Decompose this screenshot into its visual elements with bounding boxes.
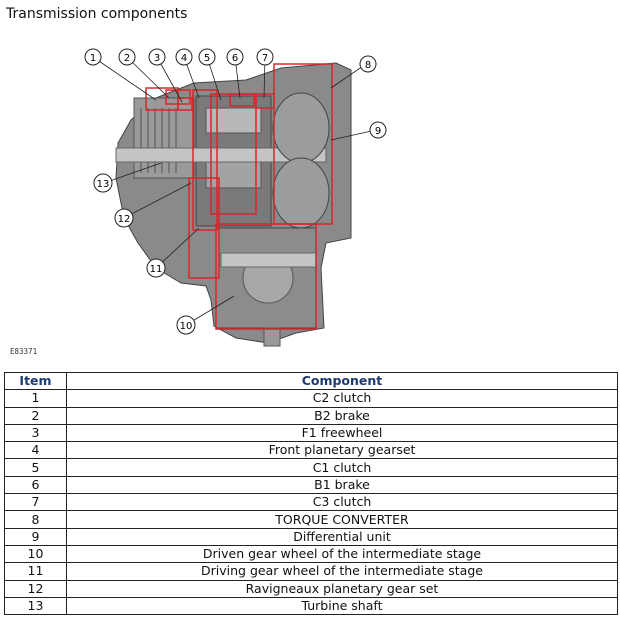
column-header-item: Item xyxy=(4,371,67,391)
svg-text:3: 3 xyxy=(154,53,160,64)
component-name: B1 brake xyxy=(66,475,618,495)
component-name: TORQUE CONVERTER xyxy=(66,510,618,529)
component-name: C2 clutch xyxy=(66,389,618,408)
callout-13: 13 xyxy=(93,173,113,193)
item-number: 5 xyxy=(4,458,67,477)
item-number: 3 xyxy=(4,423,67,443)
component-name: Driven gear wheel of the intermediate st… xyxy=(66,544,618,564)
callout-3: 3 xyxy=(148,48,166,66)
svg-text:10: 10 xyxy=(180,321,193,332)
callout-8: 8 xyxy=(359,55,377,73)
callout-5: 5 xyxy=(198,48,216,66)
callout-9: 9 xyxy=(369,121,387,139)
highlight-f1-freewheel xyxy=(177,97,193,111)
svg-text:6: 6 xyxy=(232,53,238,64)
item-number: 1 xyxy=(4,389,67,408)
svg-text:4: 4 xyxy=(181,53,187,64)
page-title: Transmission components xyxy=(6,6,188,22)
figure-code: E83371 xyxy=(10,347,38,356)
svg-text:12: 12 xyxy=(118,214,131,225)
highlight-front-planetary xyxy=(192,89,218,231)
svg-text:2: 2 xyxy=(124,53,130,64)
item-number: 10 xyxy=(4,544,67,564)
component-name: F1 freewheel xyxy=(66,423,618,443)
component-name: Differential unit xyxy=(66,527,618,546)
svg-text:11: 11 xyxy=(150,264,163,275)
callout-7: 7 xyxy=(256,48,274,66)
item-number: 4 xyxy=(4,441,67,460)
transmission-cutaway-figure: 1 2 3 4 5 6 7 8 9 10 11 12 13 xyxy=(6,28,500,358)
item-number: 2 xyxy=(4,406,67,425)
component-name: C1 clutch xyxy=(66,458,618,477)
table-header-row: Item Component xyxy=(4,371,618,391)
component-name: C3 clutch xyxy=(66,493,618,512)
callout-6: 6 xyxy=(226,48,244,66)
component-name: B2 brake xyxy=(66,406,618,425)
callout-2: 2 xyxy=(118,48,136,66)
svg-text:13: 13 xyxy=(97,179,110,190)
callout-1: 1 xyxy=(84,48,102,66)
callout-12: 12 xyxy=(114,208,134,228)
column-header-component: Component xyxy=(66,371,618,391)
callout-11: 11 xyxy=(146,258,166,278)
component-name: Turbine shaft xyxy=(66,596,618,616)
svg-text:9: 9 xyxy=(375,126,381,137)
component-name: Front planetary gearset xyxy=(66,441,618,460)
component-highlights xyxy=(145,63,333,330)
component-name: Ravigneaux planetary gear set xyxy=(66,579,618,598)
callout-markers: 1 2 3 4 5 6 7 8 9 10 11 12 13 xyxy=(84,48,387,335)
svg-text:1: 1 xyxy=(90,53,96,64)
svg-text:7: 7 xyxy=(262,53,268,64)
item-number: 11 xyxy=(4,562,67,581)
callout-4: 4 xyxy=(175,48,193,66)
item-number: 6 xyxy=(4,475,67,495)
svg-text:8: 8 xyxy=(365,60,371,71)
item-number: 9 xyxy=(4,527,67,546)
highlight-b1-brake xyxy=(229,93,255,107)
svg-text:5: 5 xyxy=(204,53,210,64)
item-number: 12 xyxy=(4,579,67,598)
callout-10: 10 xyxy=(176,315,196,335)
highlight-differential xyxy=(215,223,317,330)
highlight-intermediate xyxy=(188,177,220,279)
item-number: 7 xyxy=(4,493,67,512)
item-number: 8 xyxy=(4,510,67,529)
item-number: 13 xyxy=(4,596,67,616)
component-name: Driving gear wheel of the intermediate s… xyxy=(66,562,618,581)
